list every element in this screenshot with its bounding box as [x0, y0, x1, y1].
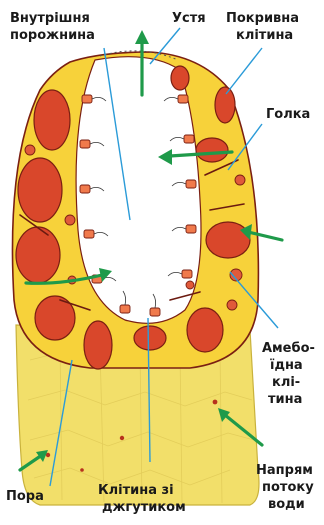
label-line: клі- — [272, 375, 300, 390]
label-line: тина — [268, 392, 302, 407]
label-line: Напрям — [256, 463, 313, 478]
label-inner-cavity: Внутрішня порожнина — [10, 11, 95, 43]
base-cell-dot — [213, 400, 218, 405]
base-cell-dot — [80, 468, 84, 472]
label-line: потоку — [262, 480, 314, 495]
label-line: Пора — [6, 489, 44, 504]
label-line: Устя — [172, 11, 206, 26]
base-cell-dot — [120, 436, 124, 440]
label-line: Покривна — [226, 11, 299, 26]
label-water-flow: Напрям потоку води — [256, 463, 318, 512]
label-amoeboid-cell: Амебо- їдна клі- тина — [262, 341, 319, 407]
label-line: клітина — [236, 28, 293, 43]
label-line: Внутрішня — [10, 11, 90, 26]
label-line: Амебо- — [262, 341, 315, 356]
label-osculum: Устя — [172, 11, 206, 26]
label-line: Клітина зі — [98, 483, 174, 498]
label-pore: Пора — [6, 489, 44, 504]
label-cover-cell: Покривна клітина — [226, 11, 304, 43]
label-line: порожнина — [10, 28, 95, 43]
label-line: води — [268, 497, 305, 512]
label-line: джгутиком — [102, 500, 186, 515]
label-line: Голка — [266, 107, 310, 122]
label-line: їдна — [270, 358, 303, 373]
label-needle: Голка — [266, 107, 310, 122]
